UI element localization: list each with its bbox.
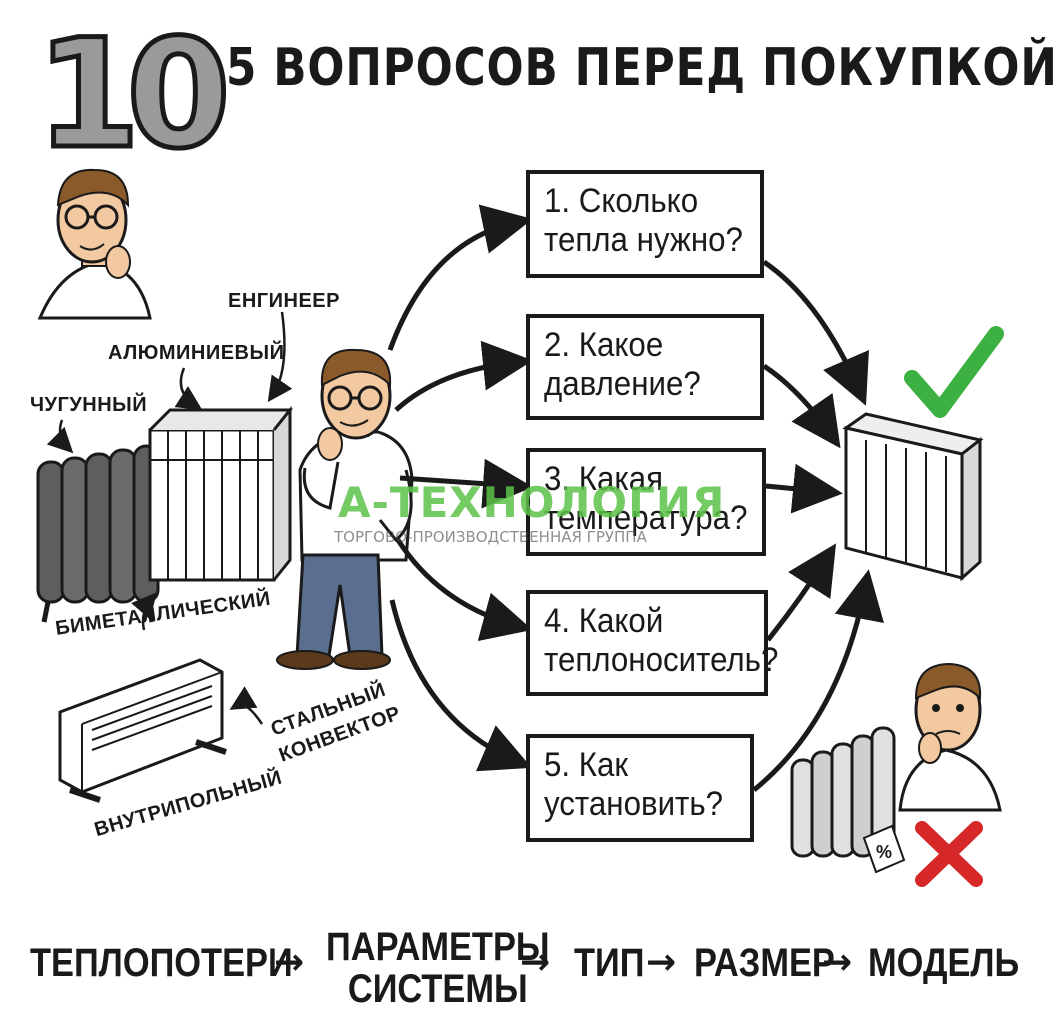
question-2-line1: 2. Какое [544,326,664,364]
flow-step-system-params-line1: ПАРАМЕТРЫ [326,925,550,969]
question-1-line2: тепла нужно? [544,221,743,260]
arrows-to-radiator [752,259,884,792]
arrows-to-questions [387,204,533,772]
aluminum-radiator-icon [148,405,294,582]
question-3-line1: 3. Какая [544,460,664,498]
flow-arrow-2: → [520,942,551,983]
question-box-4: 4. Какой теплоноситель? [526,590,779,696]
watermark-subtitle: ТОРГОВО-ПРОИЗВОДСТВЕННАЯ ГРУППА [334,528,647,546]
page-title: 5 ВОПРОСОВ ПЕРЕД ПОКУПКОЙ [226,38,1058,98]
cross-mark-icon [915,821,983,887]
flow-step-size: РАЗМЕР [694,941,835,985]
question-4-line2: теплоноситель? [544,641,779,680]
illustration-layer: % [36,168,1004,887]
label-cast-iron: ЧУГУННЫЙ [30,394,148,416]
label-engineer: ЕНГИНЕЕР [228,290,340,312]
question-box-2: 2. Какое давление? [526,314,764,420]
label-pointer-arrows [46,311,293,725]
flow-step-system-params: ПАРАМЕТРЫ СИСТЕМЫ [326,926,550,1010]
flow-arrow-3: → [646,942,677,983]
cheap-radiator-icon [790,726,906,874]
question-box-1: 1. Сколько тепла нужно? [526,170,764,278]
flow-step-type: ТИП [574,941,645,985]
worried-man-icon [898,662,1002,812]
question-5-line1: 5. Как [544,746,629,784]
engineer-figure-icon [276,348,414,670]
flow-step-model: МОДЕЛЬ [868,941,1020,985]
flow-arrow-1: → [274,942,305,983]
infographic: 10 5 ВОПРОСОВ ПЕРЕД ПОКУПКОЙ [30,8,1057,1011]
panel-radiator-icon [842,412,984,582]
question-3-line2: температура? [544,499,748,538]
watermark-logo: А-ТЕХНОЛОГИЯ [338,478,726,527]
question-2-line2: давление? [544,365,701,404]
question-1-line1: 1. Сколько [544,182,699,220]
question-5-line2: установить? [544,785,724,824]
check-mark-icon [904,326,1004,418]
label-aluminum: АЛЮМИНИЕВЫЙ [108,342,285,364]
flow-step-system-params-line2: СИСТЕМЫ [347,967,528,1011]
price-tag-label: % [876,842,892,862]
question-4-line1: 4. Какой [544,602,664,640]
big-number: 10 [34,8,234,182]
thinking-man-small-icon [37,168,152,320]
floor-convector-icon [58,658,227,803]
flow-arrow-4: → [822,942,853,983]
cast-iron-radiator-icon [36,444,160,623]
question-box-5: 5. Как установить? [526,734,754,842]
question-box-3: 3. Какая температура? [526,448,766,556]
flow-step-heat-loss: ТЕПЛОПОТЕРИ [30,941,293,985]
